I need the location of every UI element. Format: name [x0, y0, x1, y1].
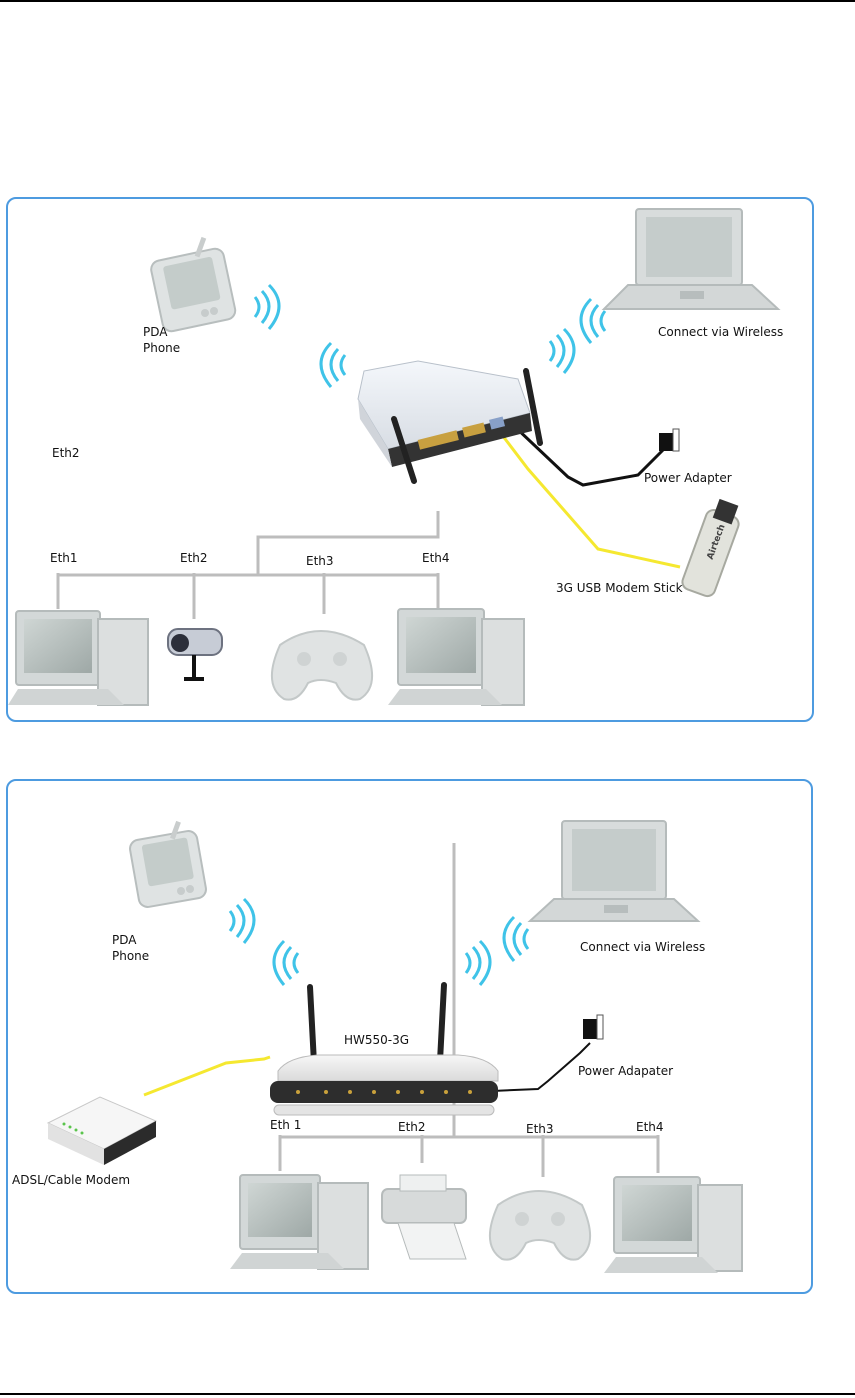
- wifi-signal-icon: [255, 285, 279, 329]
- power-cable: [492, 1043, 590, 1091]
- eth3-label: Eth3: [306, 553, 334, 569]
- wireless-label: Connect via Wireless: [580, 939, 705, 955]
- wifi-signal-icon: [321, 343, 345, 387]
- gamepad-icon: [272, 631, 372, 700]
- usb-modem-label: 3G USB Modem Stick: [556, 580, 683, 596]
- eth2-label: Eth2: [180, 550, 208, 566]
- wireless-label: Connect via Wireless: [658, 324, 783, 340]
- power-adapter-icon: [659, 429, 679, 451]
- eth1-label: Eth1: [50, 550, 78, 566]
- router-icon: [358, 361, 540, 481]
- pda-phone-label: PDA Phone: [112, 932, 172, 964]
- diagram-graphics: [8, 781, 811, 1292]
- eth2-side-label: Eth2: [52, 445, 80, 461]
- desktop-pc-icon: [388, 609, 524, 705]
- top-rule: [0, 0, 855, 2]
- power-adapter-icon: [583, 1015, 603, 1039]
- eth4-label: Eth4: [422, 550, 450, 566]
- wifi-signal-icon: [274, 941, 298, 985]
- desktop-pc-icon: [230, 1175, 368, 1269]
- laptop-icon: [604, 209, 778, 309]
- power-adapter-label: Power Adapter: [644, 470, 732, 486]
- wifi-signal-icon: [550, 329, 574, 373]
- eth2-label: Eth2: [398, 1119, 426, 1135]
- gamepad-icon: [490, 1191, 590, 1260]
- desktop-pc-icon: [8, 611, 148, 705]
- diagram-graphics: Airtech: [8, 199, 812, 720]
- ethernet-cabling: [58, 511, 438, 619]
- bottom-rule: [0, 1393, 855, 1395]
- eth3-label: Eth3: [526, 1121, 554, 1137]
- wifi-signal-icon: [581, 299, 605, 343]
- pda-icon: [150, 237, 237, 333]
- laptop-icon: [530, 821, 698, 921]
- wifi-signal-icon: [504, 917, 528, 961]
- usb-cable: [496, 427, 680, 567]
- printer-icon: [382, 1175, 466, 1259]
- wifi-signal-icon: [466, 941, 490, 985]
- usb-modem-icon: Airtech: [680, 496, 745, 598]
- pda-phone-label: PDA Phone: [143, 324, 203, 356]
- diagram-panel-3g-usb: Airtech PDA Phone Con: [6, 197, 814, 722]
- power-adapter-label: Power Adapater: [578, 1063, 673, 1079]
- desktop-pc-icon: [604, 1177, 742, 1273]
- eth4-label: Eth4: [636, 1119, 664, 1135]
- webcam-icon: [168, 629, 222, 679]
- pda-icon: [129, 821, 208, 909]
- diagram-panel-adsl: PDA Phone Connect via Wireless HW550-3G …: [6, 779, 813, 1294]
- adsl-modem-icon: [48, 1097, 156, 1165]
- modem-cable: [144, 1057, 270, 1095]
- router-model-label: HW550-3G: [344, 1032, 409, 1048]
- router-icon: [270, 985, 498, 1115]
- eth1-label: Eth 1: [270, 1117, 301, 1133]
- wifi-signal-icon: [230, 899, 254, 943]
- adsl-modem-label: ADSL/Cable Modem: [12, 1172, 130, 1188]
